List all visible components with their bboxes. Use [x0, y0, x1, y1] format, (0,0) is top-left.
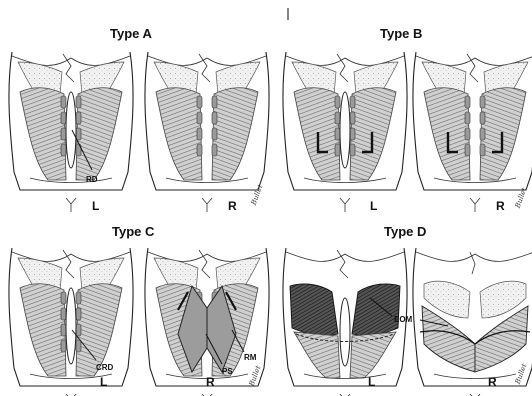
type-a-right-torso	[145, 52, 269, 212]
side-label-d-left: L	[368, 375, 375, 389]
side-label-d-right: R	[488, 375, 497, 389]
artist-signature-d: Bullet	[513, 362, 528, 386]
side-label-b-left: L	[370, 199, 377, 213]
title-type-c: Type C	[112, 224, 155, 239]
artist-signature-c: Bullet	[247, 364, 262, 388]
artist-signature-a: Bullet	[249, 183, 264, 207]
type-c-left-torso	[9, 248, 133, 396]
label-rd: RD	[86, 175, 98, 184]
type-b-left-torso	[283, 52, 407, 212]
title-type-d: Type D	[384, 224, 426, 239]
label-ps: PS	[222, 367, 233, 376]
label-crd: CRD	[96, 363, 114, 372]
side-label-a-right: R	[228, 199, 237, 213]
label-eom: EOM	[394, 315, 413, 324]
side-label-c-left: L	[100, 375, 107, 389]
title-type-a: Type A	[110, 26, 153, 41]
side-label-c-right: R	[206, 375, 215, 389]
side-label-b-right: R	[496, 199, 505, 213]
label-rm: RM	[244, 353, 257, 362]
type-c-right-torso	[145, 248, 269, 396]
type-d-left-torso	[283, 248, 407, 396]
type-b-right-torso	[413, 52, 532, 212]
title-type-b: Type B	[380, 26, 422, 41]
side-label-a-left: L	[92, 199, 99, 213]
type-a-left-torso	[9, 52, 133, 212]
